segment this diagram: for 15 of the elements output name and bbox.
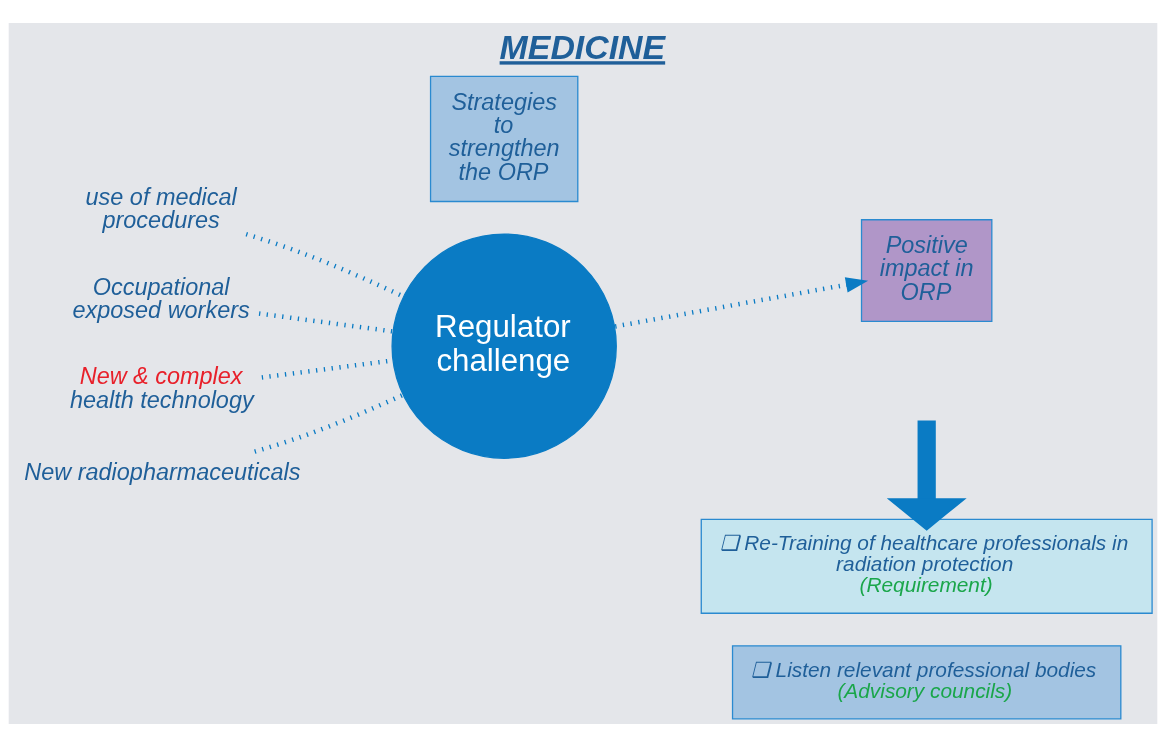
connector [258, 311, 393, 334]
node-text: use of medical procedures [85, 183, 237, 234]
diagram-title: MEDICINE [499, 28, 666, 67]
connector [245, 232, 404, 299]
node-box: ❑ Listen relevant professional bodies (Advisory councils) [731, 645, 1122, 720]
node-box: Strategies to strengthen the ORP [429, 75, 579, 203]
arrow [886, 420, 967, 531]
node-text: New & complex health technology [69, 363, 254, 413]
arrow [614, 277, 869, 329]
node-box: ❑ Re-Training of healthcare professionals in radiation protection (Requirement) [700, 518, 1153, 614]
connector [254, 393, 404, 454]
node-text: New radiopharmaceuticals [24, 458, 301, 485]
node-circle: Regulator challenge [391, 233, 617, 459]
node-box: Positive impact in ORP [860, 219, 993, 323]
node-text: Occupational exposed workers [72, 273, 250, 323]
